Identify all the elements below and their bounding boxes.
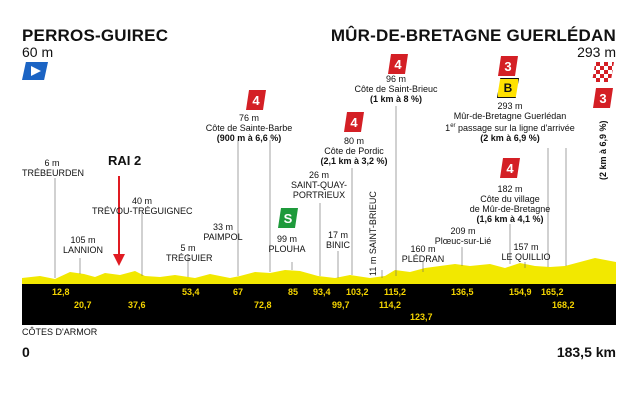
km-marker: 115,2: [384, 287, 407, 297]
rai-arrow-head-icon: [113, 254, 125, 266]
start-town: PERROS-GUIREC: [22, 26, 169, 45]
km-marker: 37,6: [128, 300, 146, 310]
finish-town: MÛR-DE-BRETAGNE GUERLÉDAN: [330, 26, 616, 45]
start-altitude: 60 m: [22, 44, 54, 60]
km-band: [22, 284, 616, 324]
distance-end: 183,5 km: [556, 344, 616, 360]
km-marker: 93,4: [313, 287, 331, 297]
km-marker: 20,7: [74, 300, 92, 310]
climb-cat3-badge: 3: [498, 56, 518, 76]
km-marker: 114,2: [379, 300, 402, 310]
km-marker: 53,4: [182, 287, 200, 297]
km-marker: 103,2: [346, 287, 369, 297]
km-marker: 168,2: [552, 300, 575, 310]
label-mur-village: 182 m Côte du village de Mûr-de-Bretagne…: [469, 184, 551, 224]
climb-cat4-badge: 4: [500, 158, 520, 178]
climb-cat4-badge: 4: [344, 112, 364, 132]
label-finish-climb: (2 km à 6,9 %): [598, 120, 608, 180]
bonus-badge-icon: B: [497, 78, 519, 98]
km-marker: 85: [288, 287, 299, 297]
km-marker: 154,9: [509, 287, 532, 297]
label-pordic: 80 m Côte de Pordic (2,1 km à 3,2 %): [320, 136, 388, 166]
label-mur-first-passage: 293 m Mûr-de-Bretagne Guerlédan 1er pass…: [445, 101, 575, 143]
km-marker: 12,8: [52, 287, 70, 297]
climb-cat4-badge: 4: [388, 54, 408, 74]
km-marker: 99,7: [332, 300, 350, 310]
footer-divider: [22, 324, 616, 325]
finish-flag-icon: [592, 62, 614, 82]
distance-start: 0: [22, 344, 30, 360]
km-marker: 136,5: [451, 287, 474, 297]
region-label: CÔTES D'ARMOR: [22, 327, 98, 337]
km-marker: 72,8: [254, 300, 272, 310]
profile-area: [22, 258, 616, 284]
label-sainte-barbe: 76 m Côte de Sainte-Barbe (900 m à 6,6 %…: [205, 113, 293, 143]
label-saint-brieuc-climb: 96 m Côte de Saint-Brieuc (1 km à 8 %): [354, 74, 438, 104]
km-marker: 123,7: [410, 312, 433, 322]
climb-cat3-badge: 3: [593, 88, 613, 108]
finish-altitude: 293 m: [577, 44, 616, 60]
sprint-badge-icon: S: [278, 208, 298, 228]
rai-annotation: RAI 2: [108, 153, 142, 168]
label-saint-brieuc-town: 11 m SAINT-BRIEUC: [368, 191, 378, 276]
km-marker: 165,2: [541, 287, 564, 297]
start-flag-icon: [22, 62, 48, 80]
km-marker: 67: [233, 287, 244, 297]
climb-cat4-badge: 4: [246, 90, 266, 110]
